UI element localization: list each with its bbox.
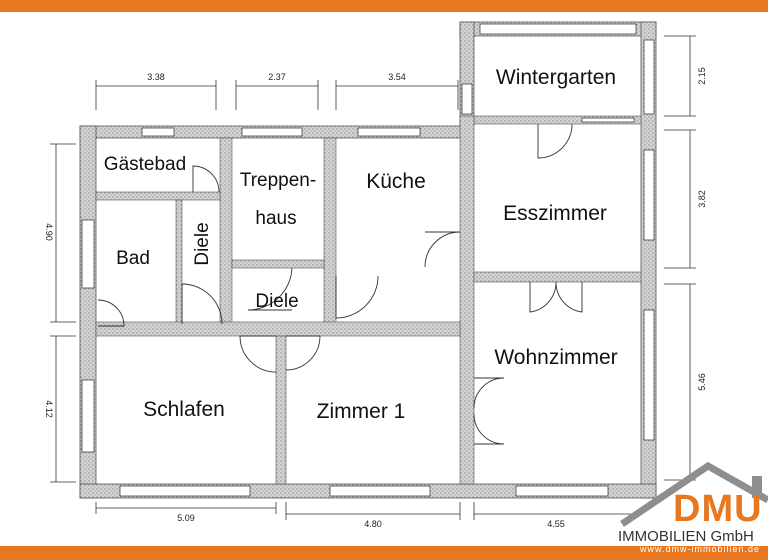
- room-kueche: Küche: [366, 170, 426, 193]
- room-zimmer1: Zimmer 1: [317, 400, 406, 423]
- dimension-lines: [50, 35, 696, 520]
- outer-walls: [79, 21, 657, 499]
- inner-walls: [95, 115, 642, 485]
- dim-bottom-2: 4.80: [364, 519, 382, 529]
- dim-right-2: 3.82: [697, 190, 707, 208]
- room-diele: Diele: [255, 291, 298, 312]
- top-orange-bar: [0, 0, 768, 12]
- logo-url: www.dmw-immobilien.de: [640, 544, 761, 554]
- room-wohnzimmer: Wohnzimmer: [494, 346, 617, 369]
- windows: [81, 23, 655, 497]
- room-bad: Bad: [116, 248, 150, 269]
- dim-bottom-3: 4.55: [547, 519, 565, 529]
- logo-name: DMU: [673, 488, 763, 530]
- room-esszimmer: Esszimmer: [503, 202, 607, 225]
- room-labels: Wintergarten Gästebad Treppen- haus Küch…: [104, 66, 618, 423]
- logo-subtitle: IMMOBILIEN GmbH: [618, 528, 754, 545]
- dim-top-3: 3.54: [388, 72, 406, 82]
- room-wintergarten: Wintergarten: [496, 66, 616, 89]
- room-diele-vertical: Diele: [192, 222, 213, 265]
- dim-top-1: 3.38: [147, 72, 165, 82]
- dim-bottom-1: 5.09: [177, 513, 195, 523]
- room-treppenhaus-line1: Treppen-: [240, 170, 316, 191]
- dim-top-2: 2.37: [268, 72, 286, 82]
- dimension-labels: 3.38 2.37 3.54 4.90 4.12 2.15 3.82 5.46 …: [44, 67, 707, 529]
- dim-left-lower: 4.12: [44, 400, 54, 418]
- dim-right-1: 2.15: [697, 67, 707, 85]
- house-roof-icon: [620, 461, 768, 527]
- room-gaestebad: Gästebad: [104, 154, 186, 175]
- dim-left-upper: 4.90: [44, 223, 54, 241]
- room-treppenhaus-line2: haus: [255, 208, 296, 229]
- room-schlafen: Schlafen: [143, 398, 225, 421]
- doors: [97, 123, 583, 445]
- bottom-orange-bar: [0, 546, 768, 560]
- dim-right-3: 5.46: [697, 373, 707, 391]
